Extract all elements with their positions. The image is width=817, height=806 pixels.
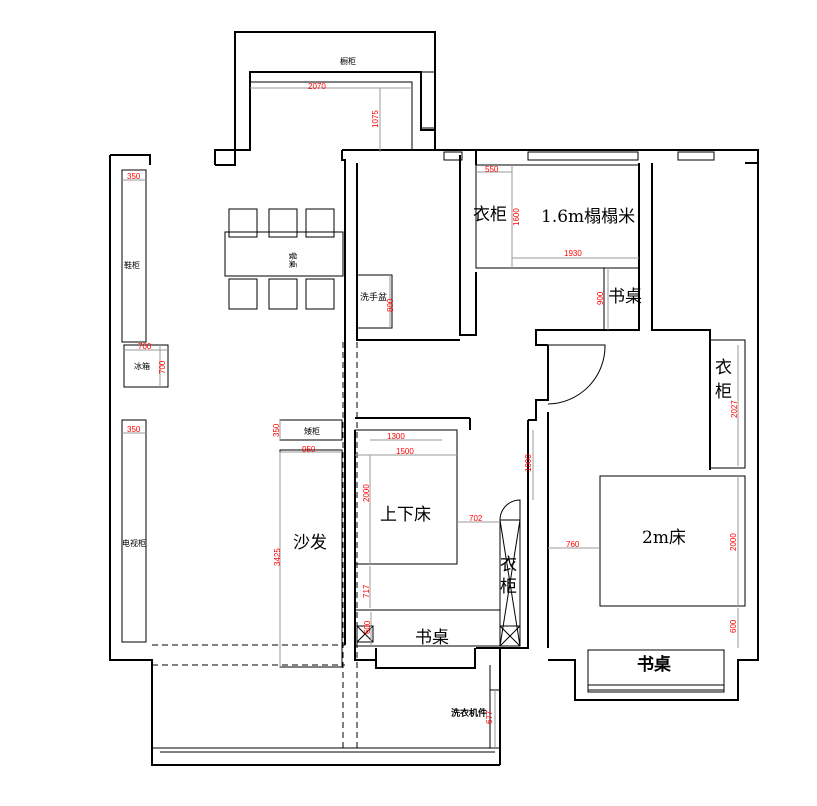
double-bed: [599, 475, 746, 607]
dim-tatami-desk: 900: [596, 291, 605, 305]
dim-bed-side: 760: [566, 540, 580, 549]
dim-bunk-1500: 1500: [396, 447, 414, 456]
label-shoe-cabinet: 鞋柜: [124, 260, 140, 270]
dim-master-wardrobe: 2027: [730, 400, 739, 418]
fridge: [123, 344, 169, 388]
dim-kids-desk: 600: [363, 620, 372, 634]
dim-bed-to-wall: 600: [729, 619, 738, 633]
dim-corridor: 1000: [524, 454, 533, 472]
label-tatami-desk: 书桌: [608, 287, 642, 307]
label-dining-table: 餐桌: [288, 252, 298, 268]
dim-washer: 677: [485, 710, 494, 724]
dining-table: [224, 231, 344, 277]
dim-bed-length: 2000: [729, 533, 738, 551]
dim-tatami-wardrobe-w: 550: [485, 165, 499, 174]
dim-kitchen-width: 2070: [308, 82, 326, 91]
label-wardrobe-small-2: 柜: [500, 577, 517, 597]
dashed-openings: [152, 342, 358, 748]
label-fridge: 冰箱: [134, 361, 150, 371]
label-wash-basin: 洗手盆: [360, 291, 387, 303]
wardrobe-door-swing: [499, 499, 521, 521]
bunk-bed: [354, 429, 458, 565]
door-swing: [547, 344, 606, 405]
label-double-bed: 2m床: [642, 528, 686, 548]
dim-bunk-1300: 1300: [387, 432, 405, 441]
wash-basin: [356, 274, 393, 329]
label-kids-desk: 书桌: [415, 628, 449, 648]
dim-kids-clearance: 717: [362, 584, 371, 598]
dim-bunk-length: 2000: [362, 484, 371, 502]
label-washer: 洗衣机件: [451, 707, 487, 719]
label-sofa: 沙发: [293, 533, 327, 553]
dim-kitchen-depth: 1075: [371, 110, 380, 128]
dimensions: 2070 1075 350 700 700 350 350 950 3425 1…: [127, 82, 739, 724]
master-wardrobe: [709, 339, 746, 469]
dim-low-cabinet-depth: 350: [272, 423, 281, 437]
labels: 橱柜 鞋柜 餐桌 洗手盆 冰箱 矮柜 电视柜 沙发 上下床 书桌 衣 柜 衣柜 …: [122, 56, 732, 719]
dimension-lines: [122, 87, 739, 748]
tv-cabinet: [121, 419, 147, 643]
dim-bunk-gap: 702: [469, 514, 483, 523]
dim-shoe-cabinet: 350: [127, 172, 141, 181]
shoe-cabinet: [121, 169, 147, 343]
label-cupboard: 橱柜: [340, 56, 356, 66]
dim-tatami-length: 1930: [564, 249, 582, 258]
label-tv-cabinet: 电视柜: [122, 538, 146, 548]
dim-tatami-wardrobe-h: 1600: [512, 208, 521, 226]
label-master-wardrobe-1: 衣: [715, 358, 732, 378]
dim-fridge-w: 700: [138, 342, 152, 351]
label-low-cabinet: 矮柜: [304, 426, 320, 436]
dim-fridge-h: 700: [158, 360, 167, 374]
dim-sofa-length: 3425: [273, 548, 282, 566]
label-wardrobe-small-1: 衣: [500, 555, 517, 575]
label-bunk-bed: 上下床: [380, 505, 431, 525]
label-tatami: 1.6m榻榻米: [541, 207, 635, 227]
label-master-wardrobe-2: 柜: [715, 382, 732, 402]
label-tatami-wardrobe: 衣柜: [473, 205, 507, 225]
dim-wash-basin: 800: [386, 298, 395, 312]
dim-tv-cabinet: 350: [127, 425, 141, 434]
sofa: [279, 449, 343, 668]
label-master-desk: 书桌: [637, 655, 672, 675]
dim-sofa-width: 950: [302, 445, 316, 454]
tatami-desk: [603, 267, 640, 331]
